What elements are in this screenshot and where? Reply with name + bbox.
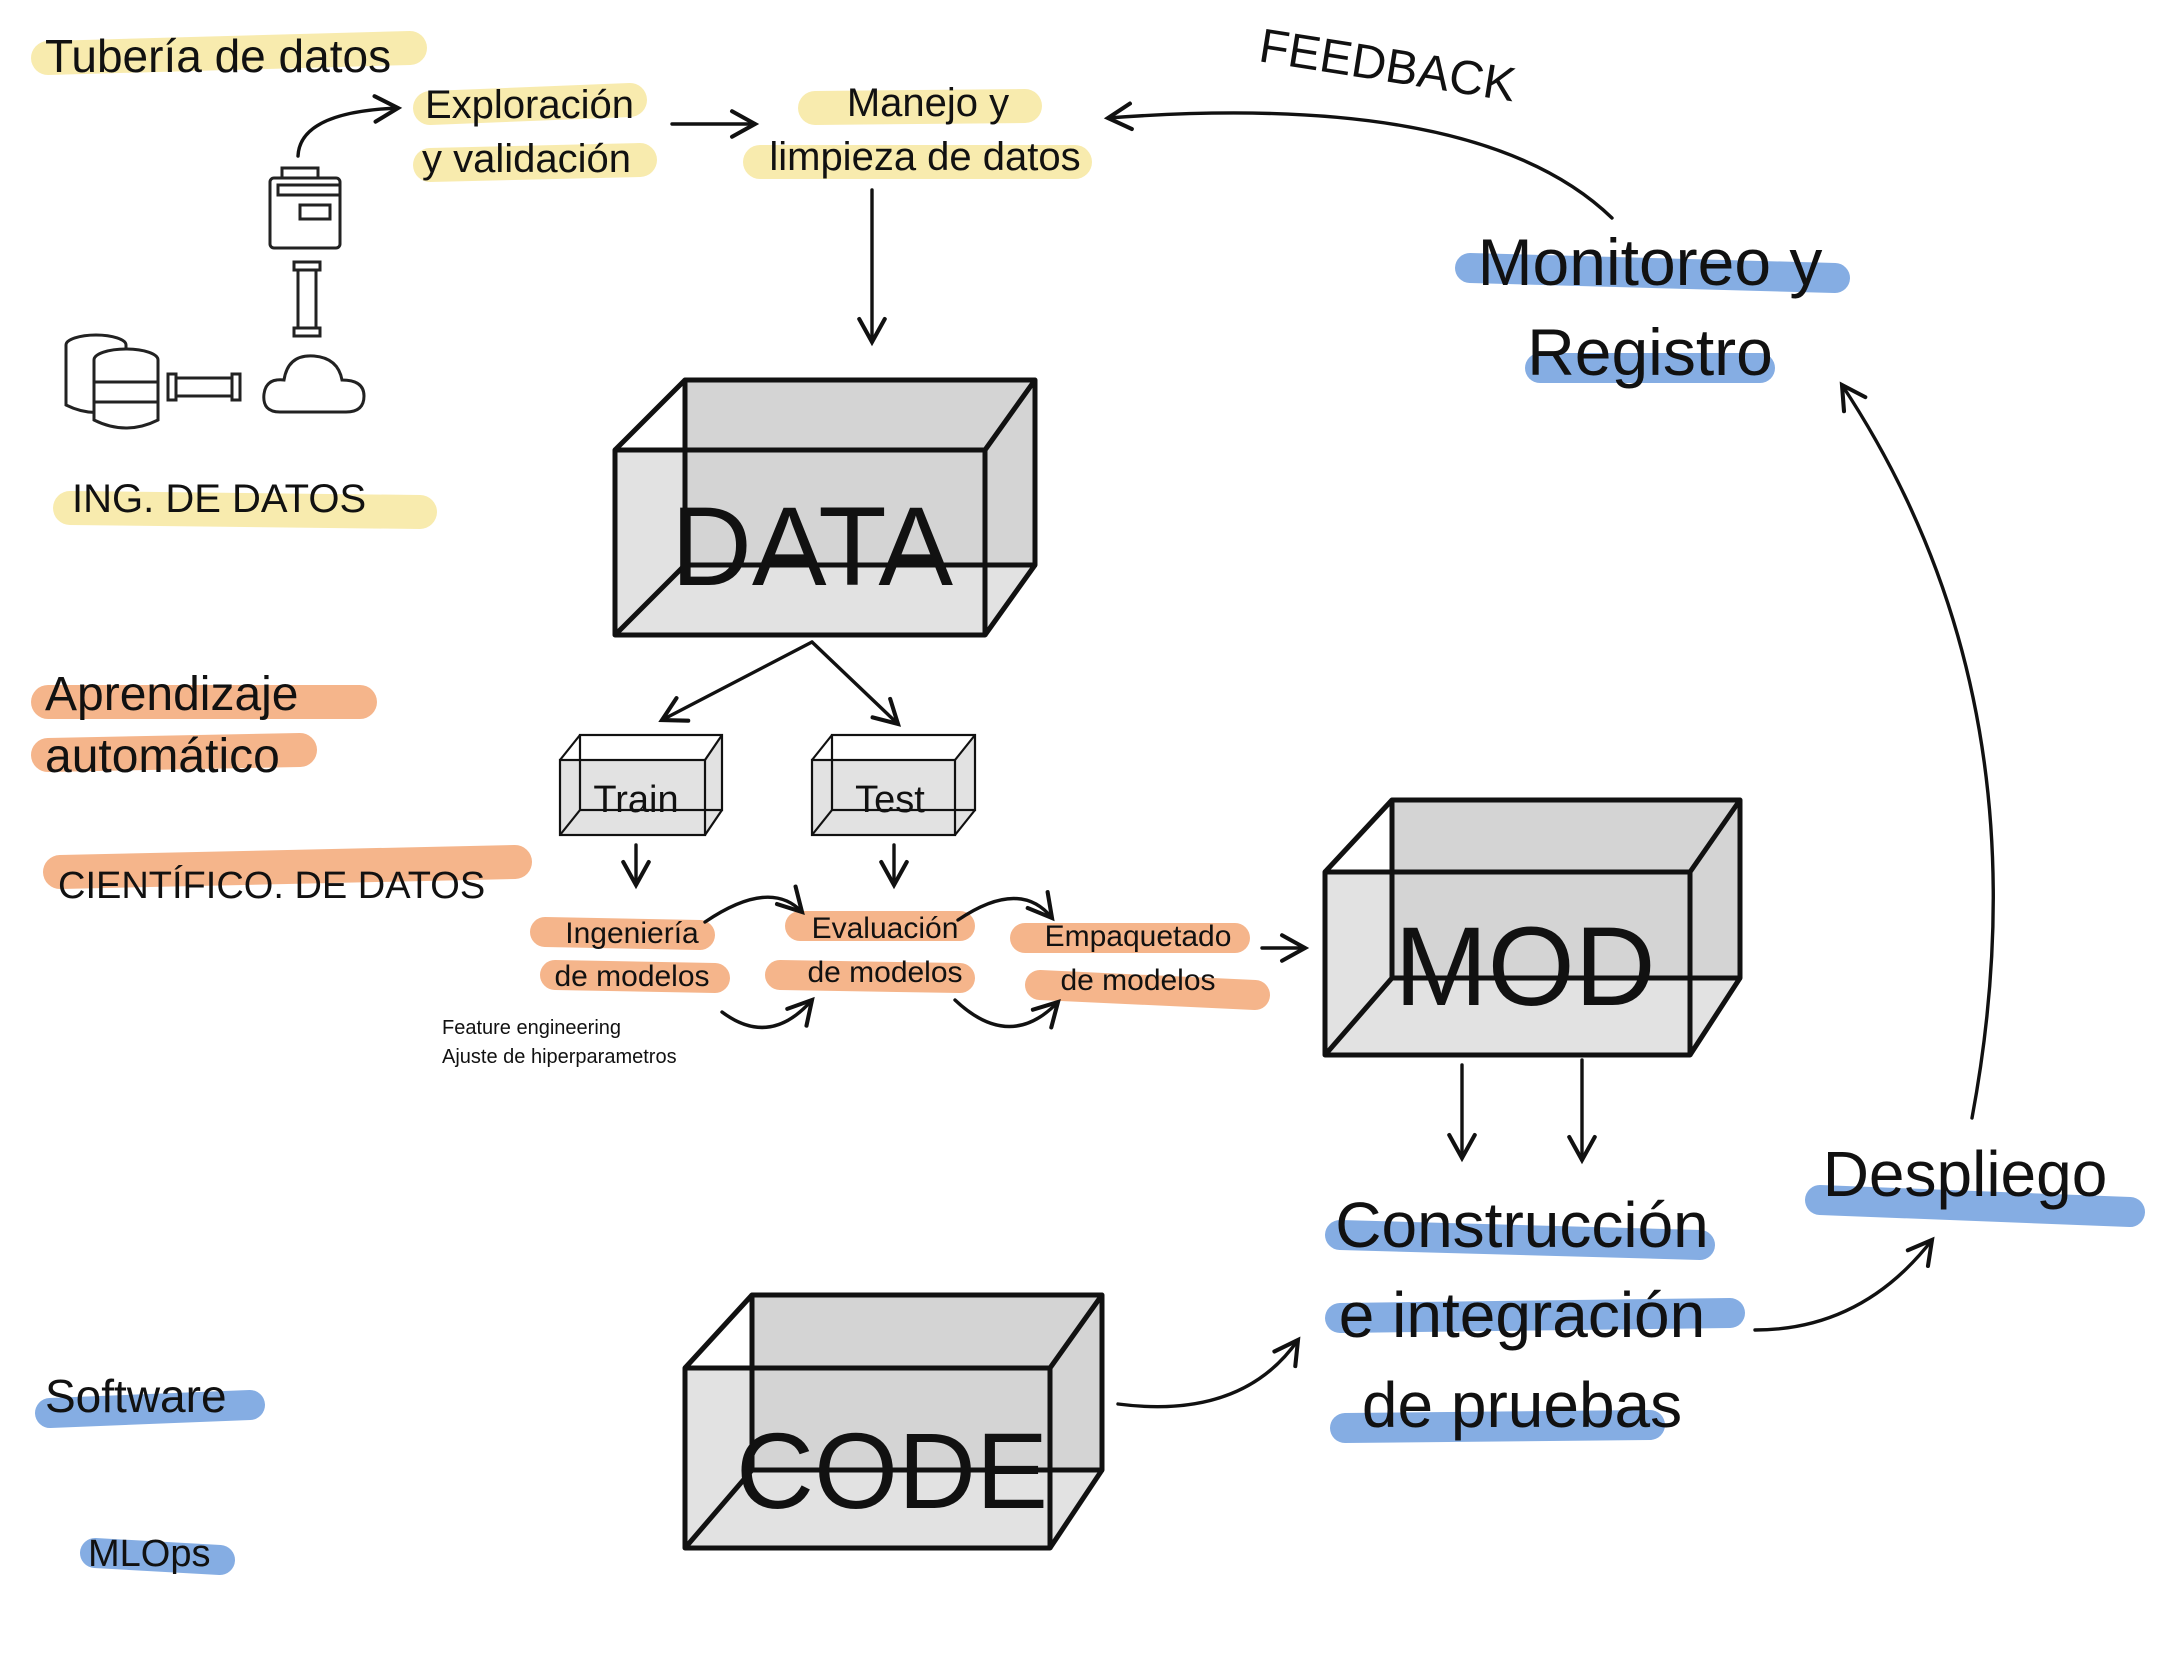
arrow-evaluation-to-engineering — [720, 996, 815, 1030]
monitoring-line1: Monitoreo y — [1478, 225, 1823, 299]
packaging-line1: Empaquetado — [1045, 920, 1232, 953]
train-label: Train — [593, 779, 678, 821]
arrow-build-to-deploy — [1753, 1236, 1935, 1332]
monitoring-line2: Registro — [1527, 315, 1773, 389]
feature-note-line2: Ajuste de hiperparametros — [442, 1046, 677, 1068]
data-engineering-label: ING. DE DATOS — [72, 477, 366, 521]
test-label: Test — [855, 779, 925, 821]
arrow-deploy-to-monitoring — [1839, 381, 1995, 1120]
feedback-label: FEEDBACK — [1256, 20, 1520, 113]
pipeline-title: Tubería de datos — [45, 30, 391, 82]
cleaning-line1: Manejo y — [847, 81, 1009, 125]
model-box-label: MOD — [1394, 904, 1655, 1029]
arrow-data-to-test — [810, 640, 902, 727]
code-box: CODE — [682, 1292, 1105, 1551]
evaluation-line1: Evaluación — [812, 912, 959, 945]
build-line2: e integración — [1339, 1279, 1705, 1351]
file-cabinet-icon — [268, 166, 342, 250]
test-box: Test — [810, 733, 977, 837]
deploy-label: Despliego — [1823, 1138, 2108, 1210]
exploration-line1: Exploración — [425, 83, 634, 127]
build-line1: Construcción — [1335, 1189, 1709, 1261]
cleaning-line2: limpieza de datos — [769, 135, 1080, 179]
evaluation-line2: de modelos — [807, 956, 962, 989]
packaging-line2: de modelos — [1060, 964, 1215, 997]
software-label: Software — [45, 1370, 227, 1422]
pipe-icon — [292, 260, 322, 338]
data-box: DATA — [612, 377, 1038, 638]
arrow-icons-to-exploration — [296, 94, 403, 158]
database-icon — [64, 333, 160, 430]
arrow-packaging-to-evaluation — [953, 998, 1061, 1030]
arrows — [296, 94, 1995, 1409]
engineering-line1: Ingeniería — [565, 917, 699, 950]
arrow-data-to-train — [658, 640, 814, 723]
pipe-icon — [166, 372, 242, 402]
exploration-line2: y validación — [422, 137, 631, 181]
data-scientist-label: CIENTÍFICO. DE DATOS — [58, 864, 485, 907]
data-box-label: DATA — [671, 484, 953, 609]
train-box: Train — [558, 733, 724, 837]
ml-label-line1: Aprendizaje — [45, 668, 299, 721]
ml-label-line2: automático — [45, 730, 280, 783]
mlops-label: MLOps — [88, 1533, 210, 1575]
engineering-line2: de modelos — [554, 960, 709, 993]
cloud-icon — [262, 354, 366, 414]
model-box: MOD — [1322, 797, 1743, 1058]
code-box-label: CODE — [736, 1410, 1048, 1531]
feature-note-line1: Feature engineering — [442, 1017, 621, 1039]
arrow-feedback — [1103, 101, 1614, 220]
highlights — [31, 31, 2145, 1575]
build-line3: de pruebas — [1362, 1369, 1682, 1441]
arrow-engineering-to-evaluation — [703, 884, 805, 924]
arrow-evaluation-to-packaging — [956, 890, 1055, 922]
arrow-code-to-build — [1116, 1336, 1301, 1409]
